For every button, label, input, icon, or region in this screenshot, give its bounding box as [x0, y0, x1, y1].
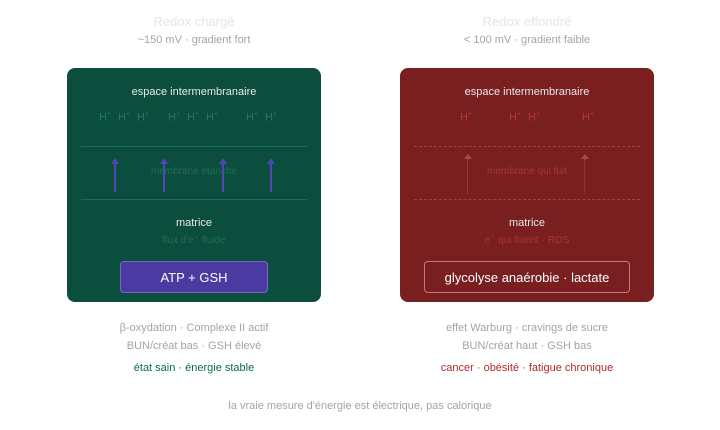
- right-proton-leak-arrow: [581, 154, 589, 194]
- left-proton: H+: [99, 111, 112, 124]
- left-proton-pump-arrow: [160, 158, 168, 192]
- right-membrane-inner-line: [414, 199, 640, 200]
- right-title: Redox effondré: [482, 14, 572, 29]
- left-intermembrane-label: espace intermembranaire: [131, 86, 257, 98]
- right-membrane-outer-line: [414, 146, 640, 147]
- left-membrane-label: membrane étanche: [150, 166, 238, 177]
- left-proton: H+: [168, 111, 181, 124]
- left-mitochondria-panel: espace intermembranaire H+ H+ H+ H+ H+ H…: [67, 68, 321, 302]
- left-title: Redox chargé: [153, 14, 235, 29]
- left-membrane-inner-line: [81, 199, 307, 200]
- left-flux-label: flux d'e⁻ fluide: [162, 235, 226, 246]
- left-proton: H+: [118, 111, 131, 124]
- right-proton: H+: [460, 111, 473, 124]
- left-matrix-label: matrice: [175, 217, 213, 229]
- arrow-up-icon: [464, 154, 472, 159]
- right-state-label: cancer · obésité · fatigue chronique: [440, 362, 614, 374]
- right-matrix-label: matrice: [508, 217, 546, 229]
- footer-caption: la vraie mesure d'énergie est électrique…: [228, 400, 492, 412]
- left-proton: H+: [265, 111, 278, 124]
- left-metabolism-line: β-oxydation · Complexe II actif: [119, 322, 269, 334]
- right-intermembrane-label: espace intermembranaire: [464, 86, 590, 98]
- left-proton-pump-arrow: [111, 158, 119, 192]
- right-output-box: glycolyse anaérobie · lactate: [424, 261, 630, 293]
- right-mitochondria-panel: espace intermembranaire H+ H+ H+ H+ memb…: [400, 68, 654, 302]
- left-proton-pump-arrow: [267, 158, 275, 192]
- right-flux-label: e⁻ qui fuient · ROS: [484, 235, 570, 246]
- left-output-box: ATP + GSH: [120, 261, 268, 293]
- left-markers-line: BUN/créat bas · GSH élevé: [126, 340, 262, 352]
- right-markers-line: BUN/créat haut · GSH bas: [462, 340, 592, 352]
- arrow-up-icon: [581, 154, 589, 159]
- right-proton: H+: [582, 111, 595, 124]
- left-proton: H+: [206, 111, 219, 124]
- left-proton: H+: [246, 111, 259, 124]
- right-proton-leak-arrow: [464, 154, 472, 194]
- left-proton: H+: [187, 111, 200, 124]
- left-membrane-outer-line: [81, 146, 307, 147]
- right-proton: H+: [509, 111, 522, 124]
- right-metabolism-line: effet Warburg · cravings de sucre: [445, 322, 608, 334]
- right-membrane-label: membrane qui fuit: [486, 166, 568, 177]
- left-subtitle: ~150 mV · gradient fort: [137, 34, 251, 46]
- left-state-label: état sain · énergie stable: [133, 362, 255, 374]
- right-subtitle: < 100 mV · gradient faible: [463, 34, 591, 46]
- left-proton: H+: [137, 111, 150, 124]
- left-proton-pump-arrow: [219, 158, 227, 192]
- right-proton: H+: [528, 111, 541, 124]
